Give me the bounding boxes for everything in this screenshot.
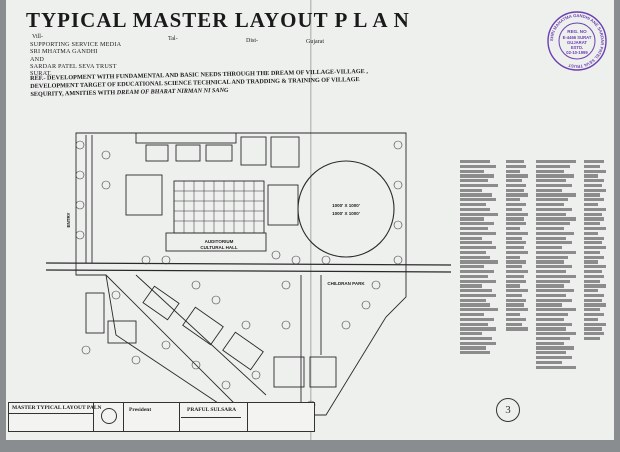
children-park-label: CHILDRAN PARK (327, 281, 365, 286)
auditorium-block (173, 180, 265, 234)
ref-dream: DREAM OF BHARAT NIRMAN NI SANG (116, 86, 229, 97)
right-top-block (270, 136, 300, 168)
page-title: TYPICAL MASTER LAYOUT P L A N (26, 8, 410, 32)
reference-paragraph: REF.- DEVELOPMENT WITH FUNDAMENTAL AND B… (30, 66, 460, 99)
president-label: President (129, 407, 152, 413)
entry-label: ENTRY (66, 212, 71, 227)
stamp-date: 02-10-1999 (566, 50, 588, 55)
header-line-1: SUPPORTING SERVICE MEDIA (30, 41, 122, 48)
site-boundary (75, 132, 407, 416)
header-line-5: SURAT. (30, 70, 52, 77)
main-road (46, 262, 451, 266)
title-block-heading: MASTER TYPICAL LAYOUT PALN (12, 405, 102, 411)
header-line-3: AND (30, 56, 45, 63)
president-name: PRAFUL SULSARA (187, 407, 237, 413)
sheet-number-mark: 3 (496, 398, 520, 422)
stamp-reg-no: E-4466 SURAT (563, 35, 592, 40)
legend-schedule (458, 160, 608, 380)
cultural-hall-label: CULTURAL HALL (200, 245, 238, 250)
title-block: MASTER TYPICAL LAYOUT PALN President PRA… (8, 402, 315, 432)
legend-col-1 (460, 160, 500, 356)
ref-line-3-text: SEQURITY, AMNITIES WITH (30, 89, 116, 98)
tal-label: Tal- (168, 36, 178, 42)
ground-label-main: 1000' X 1000' (332, 203, 360, 208)
vill-label: Vill- (32, 34, 43, 40)
legend-col-3 (536, 160, 580, 370)
dist-label: Dist- (246, 38, 258, 44)
state-label: Gujarat (306, 39, 324, 45)
stamp-estd: ESTD. (571, 45, 583, 50)
header-line-4: SARDAR PATEL SEVA TRUST (30, 63, 117, 70)
emblem-icon (101, 408, 117, 424)
ground-label-sub: 1000' X 1000' (332, 211, 360, 216)
plan-sheet: TYPICAL MASTER LAYOUT P L A N Vill- Tal-… (6, 0, 614, 440)
trust-seal-stamp: SHRI MAHATMA GANDHI ANE SARDAR PATEL SEV… (547, 11, 607, 71)
legend-col-4 (584, 160, 608, 342)
stamp-state: GUJARAT (567, 40, 587, 45)
fold-line (310, 0, 312, 440)
top-block (135, 132, 237, 144)
header-line-2: SRI MHATMA GANDHI (30, 48, 98, 55)
legend-col-2 (506, 160, 530, 332)
stamp-reg: REG. NO (567, 29, 587, 34)
site-plan-drawing: 1000' X 1000' 1000' X 1000' AUDITORIUM C… (46, 132, 451, 416)
sports-ground (297, 160, 395, 258)
auditorium-label: AUDITORIUM (205, 239, 234, 244)
